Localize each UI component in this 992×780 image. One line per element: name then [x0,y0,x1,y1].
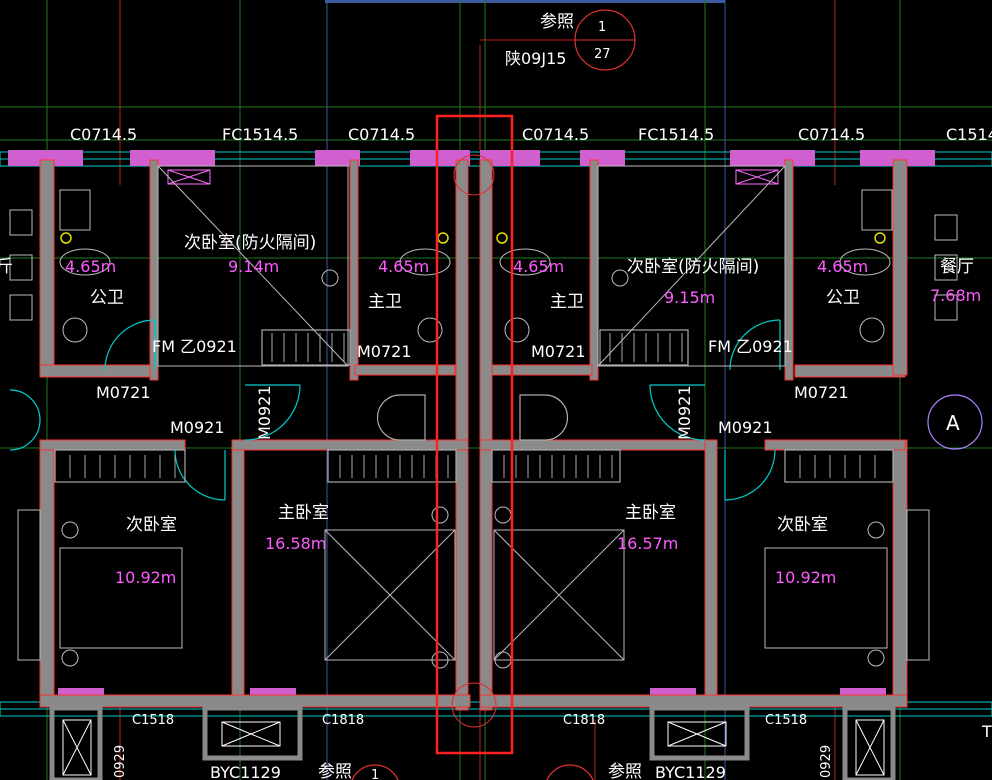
door-label-m0921-left-vertical: M0921 [255,385,274,440]
reference-bottom-left-number: 1 [371,768,379,780]
reference-bubble-top [574,9,636,71]
door-swings [9,319,983,501]
window-label-top-7: C1514 [946,125,992,144]
room-area-master-bedroom-left: 16.58m [265,534,326,553]
window-label-top-2: FC1514.5 [222,125,298,144]
window-label-bottom-4: C1518 [765,713,807,728]
reference-bottom-right-label: 参照 [608,762,642,780]
door-label-m0921-right: M0921 [718,418,773,437]
edge-fragment-left: 斤 [0,257,13,277]
reference-top-atlas: 陕09J15 [505,49,566,68]
view-frame-strip [325,0,725,3]
door-label-m0721-main-left: M0721 [357,342,412,361]
bay-window-crosses [62,719,885,776]
reference-top-label: 参照 [540,12,574,32]
bay-windows [49,705,896,780]
floor-drains [60,232,886,244]
junction-circles [451,154,497,728]
room-area-secondary-bedroom-left: 10.92m [115,568,176,587]
wardrobe-hatching [69,333,876,478]
door-label-m0721-main-right: M0721 [531,342,586,361]
top-window-band [0,150,992,185]
room-area-public-bath-left: 4.65m [65,257,116,276]
room-area-master-bath-right: 4.65m [513,257,564,276]
reference-top-number: 1 [598,20,606,35]
window-label-bottom-1: C1518 [132,713,174,728]
window-label-top-6: C0714.5 [798,125,865,144]
room-area-master-bedroom-right: 16.57m [617,534,678,553]
room-name-dining: 餐厅 [940,257,974,277]
room-name-master-bath-right: 主卫 [550,292,584,312]
door-label-m0921-right-vertical: M0921 [675,385,694,440]
room-area-master-bath-left: 4.65m [378,257,429,276]
room-area-dining: 7.68m [930,286,981,305]
room-name-master-bedroom-right: 主卧室 [625,503,676,523]
room-area-public-bath-right: 4.65m [817,257,868,276]
room-name-master-bath-left: 主卫 [368,292,402,312]
room-name-secondary-bedroom-fire-left: 次卧室(防火隔间) [184,233,316,253]
leader-lines [119,0,836,780]
room-area-secondary-bedroom-right: 10.92m [775,568,836,587]
window-label-bottom-2: C1818 [322,713,364,728]
bay-window-label-1: BYC1129 [210,763,281,780]
room-name-master-bedroom-left: 主卧室 [278,503,329,523]
room-name-public-bath-right: 公卫 [826,288,860,308]
door-label-m0721-right: M0721 [794,383,849,402]
reference-top-sheet: 27 [594,47,611,62]
window-label-top-4: C0714.5 [522,125,589,144]
bottom-vertical-label-1: 0929 [113,745,128,778]
reference-bottom-left-label: 参照 [318,762,352,780]
room-name-secondary-bedroom-right: 次卧室 [777,515,828,535]
door-label-m0721-left: M0721 [96,383,151,402]
room-area-secondary-bedroom-fire-right: 9.15m [664,288,715,307]
highlight-frame [435,114,514,755]
corridor-fixtures [54,329,894,483]
walls [39,159,908,711]
door-label-fm-right: FM 乙0921 [708,337,793,356]
window-label-top-1: C0714.5 [70,125,137,144]
bottom-vertical-label-2: 0929 [819,745,834,778]
window-label-top-5: FC1514.5 [638,125,714,144]
edge-fragment-right: T [981,722,992,741]
window-label-bottom-3: C1818 [563,713,605,728]
room-name-public-bath-left: 公卫 [90,288,124,308]
room-name-secondary-bedroom-fire-right: 次卧室(防火隔间) [627,257,759,277]
room-name-secondary-bedroom-left: 次卧室 [126,515,177,535]
door-label-m0921-left: M0921 [170,418,225,437]
room-area-secondary-bedroom-fire-left: 9.14m [228,257,279,276]
door-label-fm-left: FM 乙0921 [152,337,237,356]
reference-bubble-bottom [351,764,594,780]
furniture-outlines [9,165,958,669]
axis-marker-a: A [946,411,960,435]
window-label-top-3: C0714.5 [348,125,415,144]
bay-window-label-2: BYC1129 [655,763,726,780]
